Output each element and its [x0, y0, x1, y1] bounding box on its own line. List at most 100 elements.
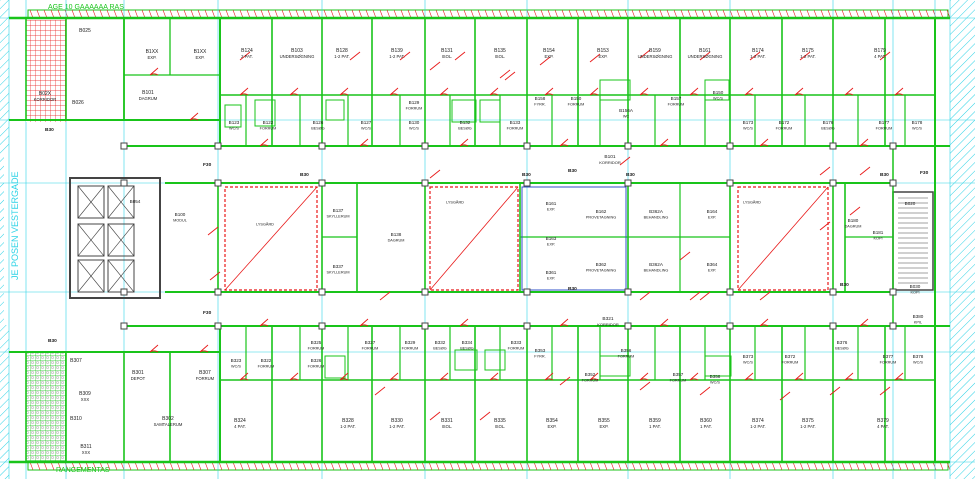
facade-mark [162, 9, 167, 19]
room-number: B1XX [146, 49, 159, 55]
column [421, 142, 429, 150]
facade-mark [820, 461, 825, 471]
facade-mark [400, 461, 405, 471]
facade-mark [246, 461, 251, 471]
facade-mark [792, 9, 797, 19]
facade-mark [372, 461, 377, 471]
facade-mark [715, 461, 720, 471]
room-number: B301 [132, 370, 144, 376]
facade-mark [904, 9, 909, 19]
facade-mark [617, 461, 622, 471]
facade-mark [351, 461, 356, 471]
room-number: B174 [752, 48, 764, 54]
facade-mark [687, 9, 692, 19]
room-name: 1-2 PAT. [389, 424, 404, 429]
room-number: B322 [261, 358, 272, 363]
room-number: B323 [231, 358, 242, 363]
facade-mark [309, 9, 314, 19]
room-number: B103 [291, 48, 303, 54]
door-leaf [879, 51, 891, 61]
room-name: BEHANDLING [644, 216, 669, 220]
facade-mark [778, 9, 783, 19]
stair-core-top-left [26, 20, 66, 122]
facade-mark [211, 9, 216, 19]
room-name: 1-2 PAT. [340, 424, 355, 429]
room-number: B307 [199, 370, 211, 376]
room-number: B376 [837, 340, 848, 345]
room-name: FORRUM [880, 361, 897, 365]
facade-mark [477, 461, 482, 471]
sanitary-box [451, 99, 477, 123]
door-leaf [699, 51, 711, 61]
facade-mark [295, 9, 300, 19]
room-name: XXX [81, 397, 90, 402]
facade-mark [568, 9, 573, 19]
facade-mark [806, 9, 811, 19]
room-name: FORRUM [670, 379, 687, 383]
facade-mark [946, 461, 951, 471]
door-leaf [479, 411, 491, 421]
room-name: WC/S [713, 97, 723, 101]
room-name: 1-2 PAT. [750, 54, 765, 59]
facade-mark [736, 461, 741, 471]
facade-mark [330, 461, 335, 471]
facade-mark [624, 9, 629, 19]
room-label-top: B025 [79, 28, 91, 34]
facade-mark [393, 461, 398, 471]
sanitary-box [224, 104, 242, 128]
grid-label: B30 [48, 338, 57, 344]
room-number: B123 [229, 120, 240, 125]
room-number: B137 [333, 208, 344, 213]
facade-mark [708, 461, 713, 471]
room-name: EXP. [598, 54, 607, 59]
facade-mark [680, 9, 685, 19]
facade-mark [834, 461, 839, 471]
facade-mark [785, 9, 790, 19]
elevator-core [69, 177, 161, 299]
room-name: ISOL. [495, 54, 506, 59]
facade-mark [239, 9, 244, 19]
facade-mark [316, 9, 321, 19]
facade-mark [589, 9, 594, 19]
grid-label: B30 [626, 172, 635, 178]
room-number: B334 [462, 340, 473, 345]
site-hatch-left-bottom [0, 325, 9, 479]
facade-mark [169, 9, 174, 19]
facade-mark [358, 461, 363, 471]
sanitary-box [484, 349, 506, 371]
facade-mark [295, 461, 300, 471]
door-leaf [504, 71, 516, 81]
room-label-core: LYSGÅRD [446, 200, 464, 205]
facade-mark [911, 9, 916, 19]
facade-mark [50, 461, 55, 471]
facade-mark [323, 9, 328, 19]
facade-mark [764, 461, 769, 471]
room-name: DAGRUM [388, 239, 405, 243]
facade-mark [155, 9, 160, 19]
site-hatch-left-top [0, 0, 9, 150]
room-number: B364 [707, 262, 718, 267]
room-number: B101 [604, 154, 616, 160]
sanitary-box [324, 355, 346, 379]
facade-mark [337, 461, 342, 471]
room-number: B124 [241, 48, 253, 54]
column [120, 322, 128, 330]
door-swing [759, 318, 769, 327]
facade-mark [771, 461, 776, 471]
room-number: B333 [511, 340, 522, 345]
room-name: FORRUM [260, 127, 277, 131]
room-number: B328 [342, 418, 354, 424]
door-swing [439, 372, 449, 381]
facade-mark [904, 461, 909, 471]
facade-mark [106, 9, 111, 19]
